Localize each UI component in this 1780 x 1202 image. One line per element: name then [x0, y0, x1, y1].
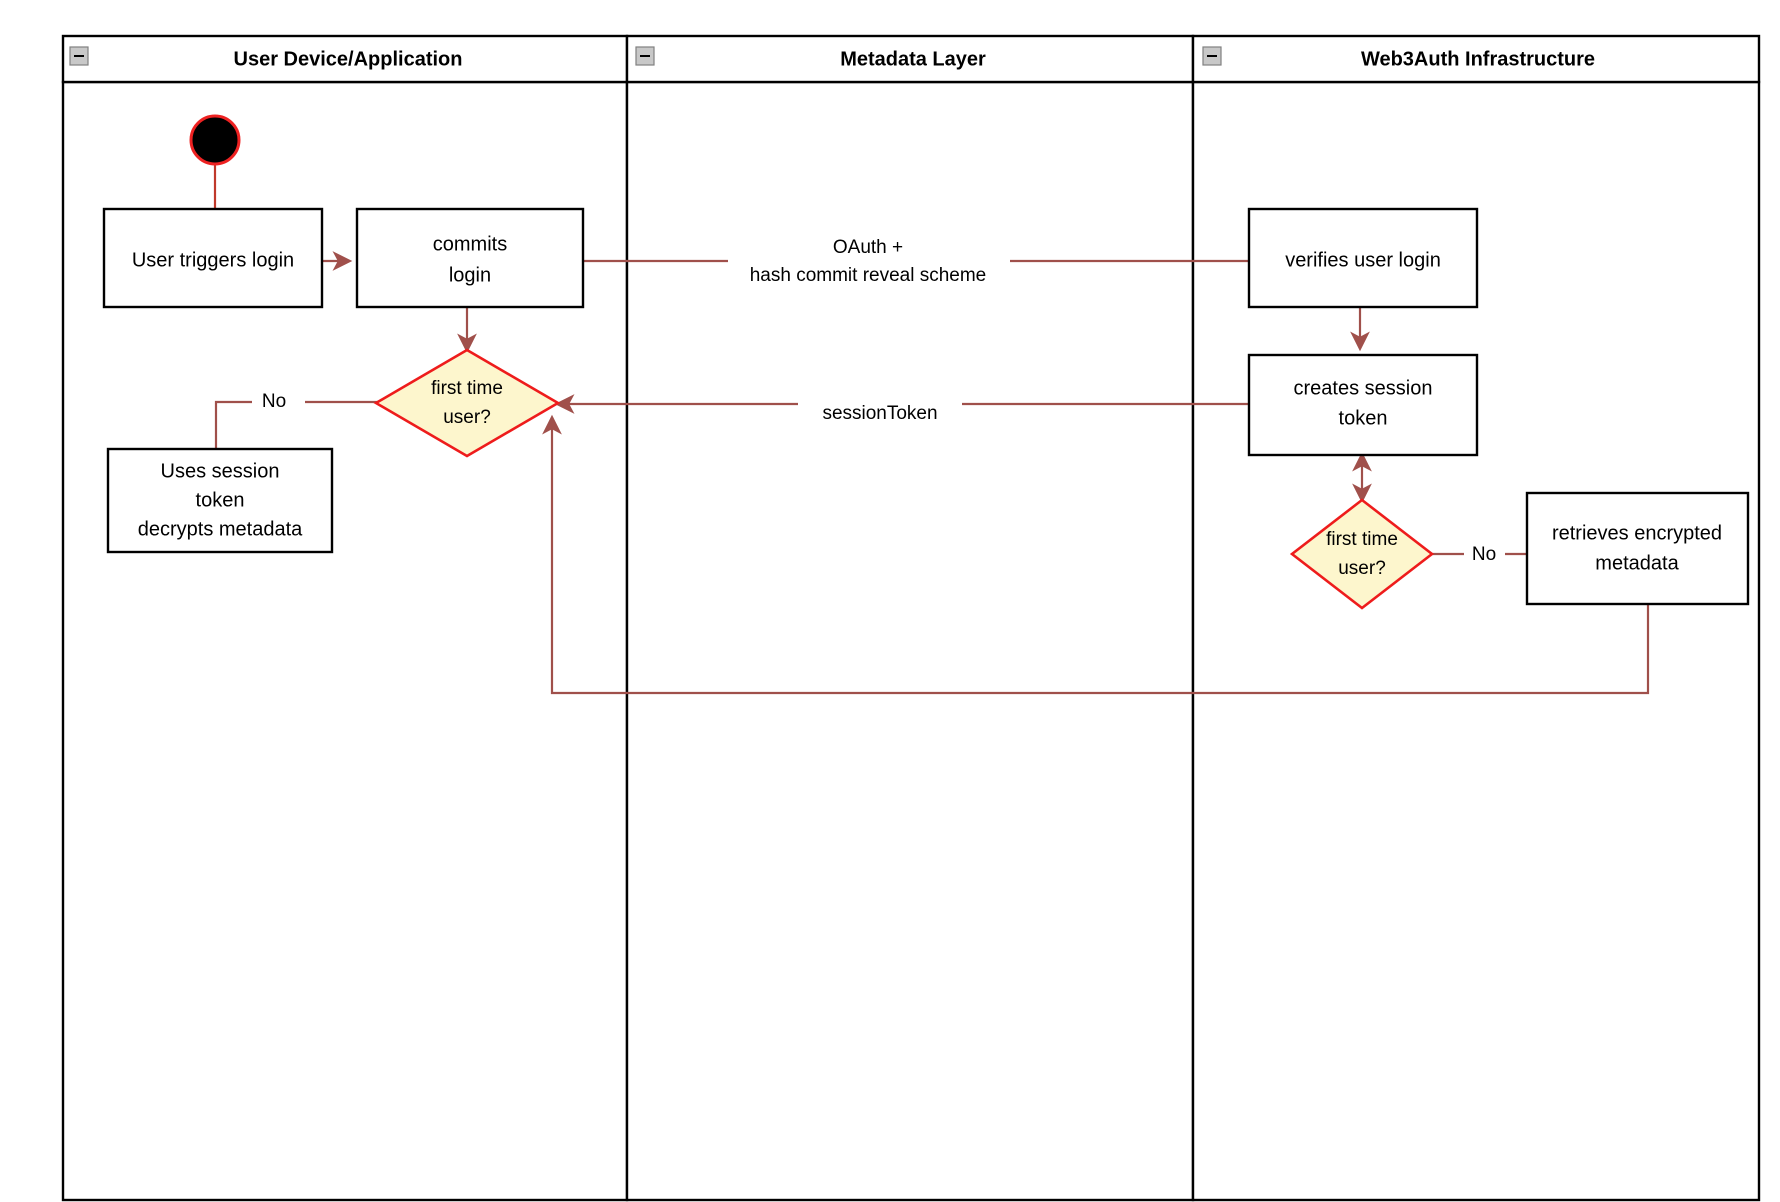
lane-title-web3auth: Web3Auth Infrastructure [1361, 48, 1595, 70]
collapse-minus-icon-web3auth[interactable] [1202, 46, 1222, 66]
node-label-retrieves-2: metadata [1595, 552, 1679, 574]
node-label-creates-session-token-2: token [1339, 407, 1388, 429]
node-label-creates-session-token-1: creates session [1294, 377, 1433, 399]
node-creates-session-token[interactable]: creates session token [1247, 353, 1479, 457]
node-label-uses-session-token-3: decrypts metadata [138, 518, 303, 540]
collapse-minus-icon-user-device[interactable] [69, 46, 89, 66]
lane-body-metadata-layer [625, 80, 1195, 1202]
lane-title-user-device: User Device/Application [234, 48, 463, 70]
edge-label-no-left: No [262, 391, 286, 412]
edge-label-oauth: OAuth + hash commit reveal scheme [750, 237, 987, 286]
edge-retrieves-return-loop [542, 414, 1650, 695]
node-start[interactable] [189, 114, 241, 166]
node-label-commits-login-1: commits [433, 233, 507, 255]
swimlane-metadata-layer[interactable]: Metadata Layer [625, 34, 1195, 1202]
node-label-commits-login-2: login [449, 264, 491, 286]
node-label-verifies-user-login: verifies user login [1285, 249, 1441, 271]
node-commits-login[interactable]: commits login [355, 207, 585, 309]
node-label-first-time-user-left-2: user? [443, 407, 491, 428]
lane-header-metadata-layer [625, 34, 1195, 84]
node-verifies-user-login[interactable]: verifies user login [1247, 207, 1479, 309]
node-label-uses-session-token-1: Uses session [161, 460, 280, 482]
node-first-time-user-right[interactable]: first time user? [1289, 498, 1435, 610]
start-circle-icon [189, 114, 241, 166]
node-label-first-time-user-right-1: first time [1326, 529, 1398, 550]
edge-label-oauth-line1: OAuth + [833, 237, 903, 258]
lane-title-metadata-layer: Metadata Layer [840, 48, 986, 70]
node-user-triggers-login[interactable]: User triggers login [102, 207, 324, 309]
node-label-retrieves-1: retrieves encrypted [1552, 522, 1722, 544]
lane-header-web3auth [1191, 34, 1761, 84]
node-first-time-user-left[interactable]: first time user? [373, 348, 561, 458]
edge-label-oauth-line2: hash commit reveal scheme [750, 265, 987, 286]
node-label-first-time-user-left-1: first time [431, 378, 503, 399]
node-label-user-triggers-login: User triggers login [132, 249, 294, 271]
edge-decision-no-seg2 [214, 400, 252, 449]
edge-label-no-right: No [1472, 544, 1496, 565]
node-label-uses-session-token-2: token [196, 489, 245, 511]
collapse-minus-icon-metadata-layer[interactable] [635, 46, 655, 66]
edge-label-session-token: sessionToken [822, 403, 937, 424]
lane-header-user-device [61, 34, 629, 84]
node-retrieves-encrypted-metadata[interactable]: retrieves encrypted metadata [1525, 491, 1750, 606]
node-label-first-time-user-right-2: user? [1338, 558, 1386, 579]
node-uses-session-token[interactable]: Uses session token decrypts metadata [106, 447, 334, 554]
